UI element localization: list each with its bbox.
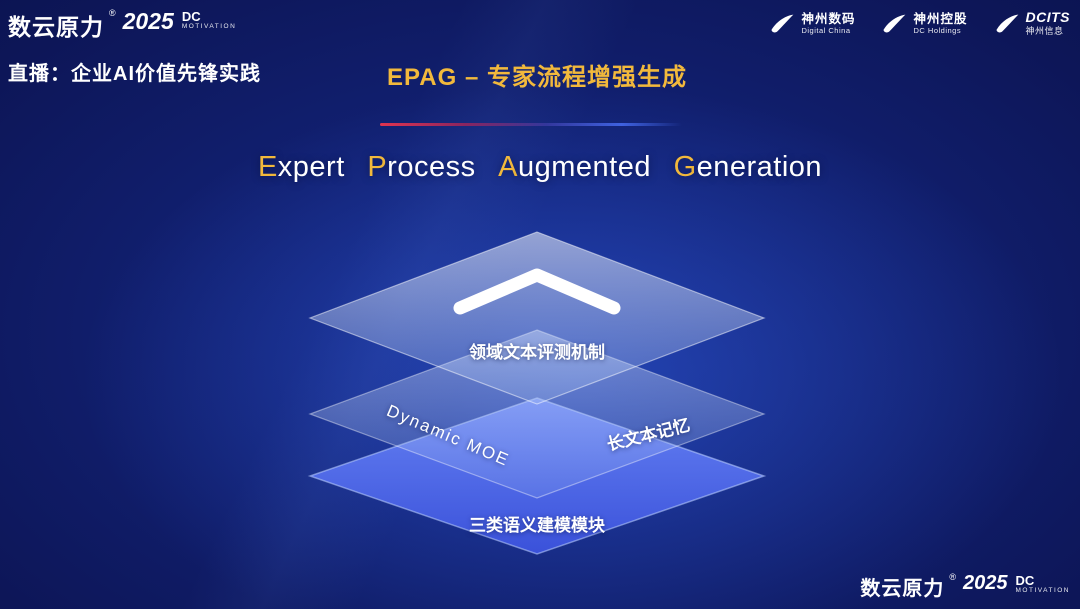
digital-china-logo: 神州数码 Digital China: [769, 12, 855, 35]
partner-logo-sub: Digital China: [801, 26, 851, 35]
title-word: Process: [367, 151, 475, 183]
title-initial: P: [367, 151, 388, 183]
digital-china-text: 神州数码 Digital China: [801, 12, 855, 35]
brand-motivation: MOTIVATION: [181, 23, 237, 30]
partner-logo-name: DCITS: [1025, 9, 1070, 25]
title-initial: A: [498, 151, 518, 183]
partner-logo-name: 神州控股: [913, 12, 968, 26]
brand-dc: DC: [181, 9, 201, 24]
registered-mark: ®: [109, 8, 116, 18]
page-title: Expert Process Augmented Generation: [0, 151, 1080, 184]
partner-logo-sub: 神州信息: [1025, 26, 1064, 36]
brand-dc: DC: [1015, 573, 1035, 588]
brand-name: 数云原力: [860, 578, 945, 600]
dcits-text: DCITS 神州信息: [1026, 10, 1071, 37]
brand-dc-stack: DC MOTIVATION: [1016, 574, 1070, 594]
title-word: Generation: [674, 151, 823, 183]
layer-middle-face: [308, 329, 766, 499]
dc-holdings-logo: 神州控股 DC Holdings: [881, 12, 967, 35]
title-rest: rocess: [387, 151, 476, 183]
brand-name: 数云原力: [8, 14, 104, 40]
layer-top-face: [308, 231, 766, 405]
slide-title: EPAG – 专家流程增强生成: [387, 64, 687, 91]
title-word: Augmented: [498, 151, 651, 183]
chevron-up-icon: [453, 268, 621, 315]
brand-year: 2025: [122, 8, 174, 34]
dcits-swoosh-icon: [995, 14, 1018, 33]
title-rest: eneration: [696, 151, 823, 183]
dc-holdings-swoosh-icon: [883, 14, 906, 33]
brand-motivation: MOTIVATION: [1015, 587, 1070, 594]
brand-logo-footer: 数云原力 ® 2025 DC MOTIVATION: [860, 572, 1070, 601]
brand-logo-header: 数云原力 ® 2025 DC MOTIVATION: [8, 8, 236, 42]
partner-logo-sub: DC Holdings: [913, 26, 962, 35]
brand-dc-stack: DC MOTIVATION: [182, 10, 236, 30]
title-initial: G: [673, 151, 697, 183]
title-rest: xpert: [277, 151, 345, 183]
registered-mark: ®: [949, 572, 957, 582]
live-stream-label: 直播：企业AI价值先锋实践: [8, 63, 261, 85]
partner-logo-row: 神州数码 Digital China 神州控股 DC Holdings DCIT…: [769, 10, 1070, 37]
title-initial: E: [257, 151, 278, 183]
dc-holdings-text: 神州控股 DC Holdings: [913, 12, 967, 35]
title-rest: ugmented: [518, 151, 651, 183]
gradient-divider: [380, 123, 682, 126]
brand-year: 2025: [963, 572, 1008, 594]
partner-logo-name: 神州数码: [801, 12, 856, 26]
title-word: Expert: [258, 151, 345, 183]
top-layer-label: 领域文本评测机制: [469, 343, 605, 362]
dcits-logo: DCITS 神州信息: [994, 10, 1071, 37]
digital-china-swoosh-icon: [771, 14, 794, 33]
bottom-layer-label: 三类语义建模模块: [469, 516, 605, 535]
